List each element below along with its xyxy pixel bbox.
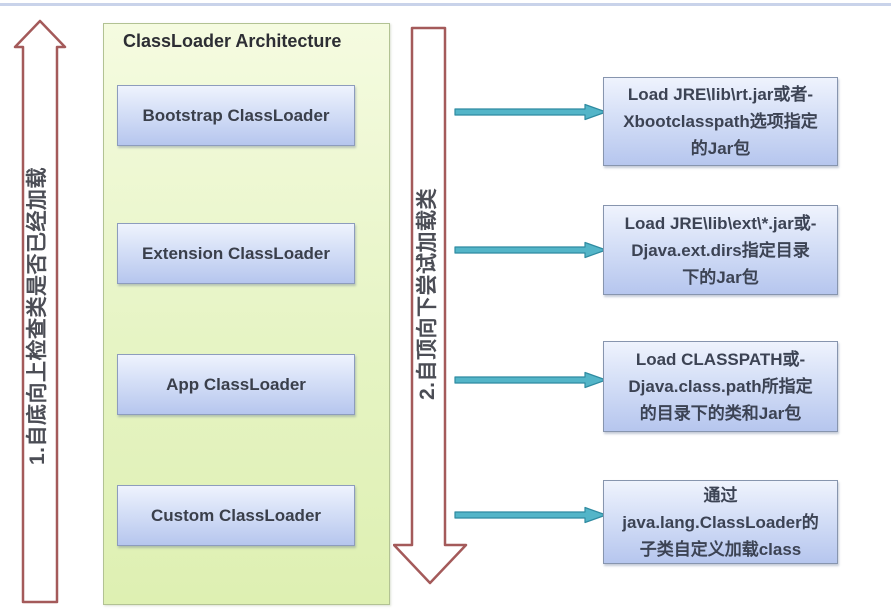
flow-arrow-icon [454,371,607,389]
loader-box-bootstrap: Bootstrap ClassLoader [117,85,355,146]
desc-box-bootstrap: Load JRE\lib\rt.jar或者- Xbootclasspath选项指… [603,77,838,166]
loader-label: Extension ClassLoader [141,243,330,263]
desc-box-app: Load CLASSPATH或- Djava.class.path所指定 的目录… [603,341,838,432]
loader-box-app: App ClassLoader [117,354,355,415]
down-arrow-icon [393,26,468,585]
flow-arrow-icon [454,241,607,259]
loader-box-custom: Custom ClassLoader [117,485,355,546]
loader-label: Bootstrap ClassLoader [142,105,330,125]
top-divider-line [0,3,891,6]
desc-box-custom: 通过 java.lang.ClassLoader的 子类自定义加载class [603,480,838,564]
classloader-panel: ClassLoader Architecture Bootstrap Class… [103,23,390,605]
flow-arrow-icon [454,103,607,121]
flow-arrow-icon [454,506,607,524]
loader-label: Custom ClassLoader [150,505,322,525]
loader-label: App ClassLoader [166,374,306,394]
up-arrow-icon [13,19,67,604]
desc-box-extension: Load JRE\lib\ext\*.jar或- Djava.ext.dirs指… [603,205,838,295]
top-down-load-label: 2.自顶向下尝试加载类 [416,188,439,401]
bottom-up-check-label: 1.自底向上检查类是否已经加载 [26,167,49,466]
loader-box-extension: Extension ClassLoader [117,223,355,284]
panel-title: ClassLoader Architecture [123,31,342,51]
